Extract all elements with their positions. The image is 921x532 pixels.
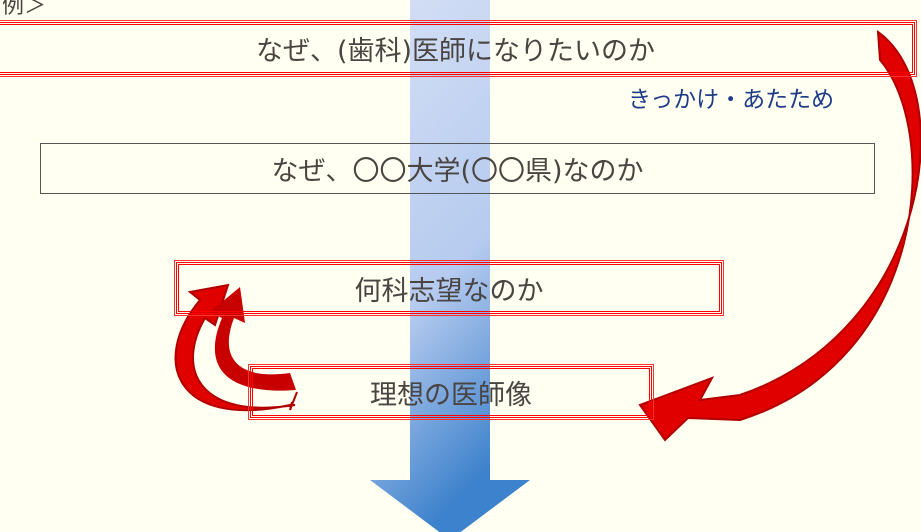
box-ideal-doctor: 理想の医師像 [248,364,654,420]
down-flow-arrow [370,0,530,532]
box-why-university: なぜ、〇〇大学(〇〇県)なのか [40,143,875,194]
box-why-doctor: なぜ、(歯科)医師になりたいのか [0,20,917,77]
curved-arrow-left [174,283,298,412]
box-specialty: 何科志望なのか [174,260,724,316]
example-label: 例＞ [2,0,47,19]
note-text: きっかけ・あたため [628,87,835,113]
